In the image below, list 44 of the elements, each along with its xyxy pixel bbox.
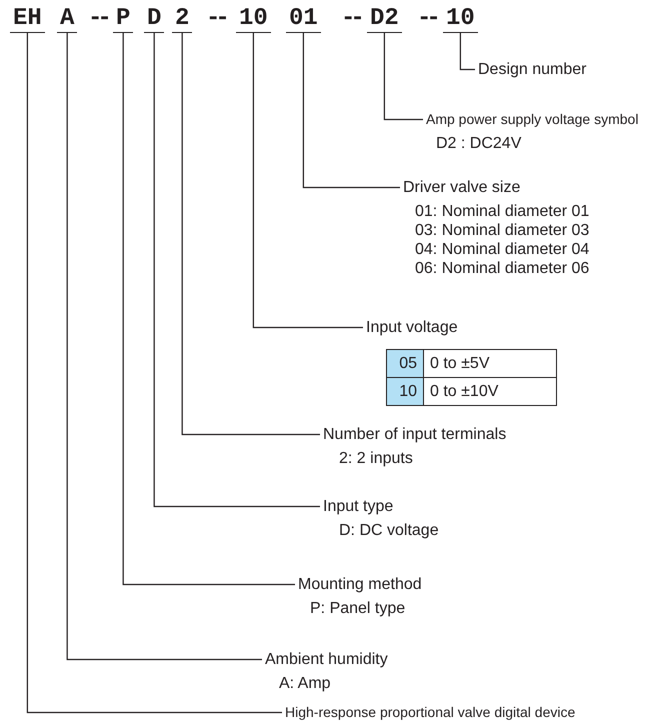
description-heading: Input type	[323, 497, 394, 516]
description-heading: Number of input terminals	[323, 425, 506, 444]
code-cell: 10	[386, 378, 424, 406]
code-cell: 05	[386, 350, 424, 378]
code-segment: D2	[367, 6, 402, 33]
separator-dash: --	[417, 6, 436, 32]
description-heading: Mounting method	[298, 575, 422, 594]
code-segment: D	[144, 6, 164, 33]
value-cell: 0 to ±10V	[424, 378, 556, 406]
option-text: A: Amp	[279, 674, 331, 693]
leader-line	[154, 33, 320, 508]
option-text: 2: 2 inputs	[339, 449, 413, 468]
code-segment: 01	[286, 6, 321, 33]
leader-line	[252, 33, 363, 328]
option-text: 06: Nominal diameter 06	[415, 259, 590, 278]
leader-line	[460, 33, 475, 70]
code-segment: 10	[236, 6, 271, 33]
leader-line	[26, 33, 282, 714]
separator-dash: --	[88, 6, 107, 32]
description-heading: Input voltage	[366, 318, 458, 337]
code-segment: P	[113, 6, 134, 33]
code-segment: 2	[172, 6, 192, 33]
leader-line	[66, 33, 262, 660]
option-text: 03: Nominal diameter 03	[415, 221, 590, 240]
description-heading: Ambient humidity	[265, 650, 388, 669]
code-segment: 10	[443, 6, 478, 33]
leader-line	[182, 33, 320, 436]
option-text: D: DC voltage	[339, 521, 439, 540]
option-text: 04: Nominal diameter 04	[415, 240, 590, 259]
code-segment: A	[57, 6, 78, 33]
description-heading: Driver valve size	[403, 178, 520, 197]
leader-line	[122, 33, 295, 586]
description-heading: Amp power supply voltage symbol	[426, 110, 638, 129]
separator-dash: --	[341, 6, 360, 32]
leader-line	[302, 33, 400, 188]
option-text: 01: Nominal diameter 01	[415, 202, 590, 221]
separator-dash: --	[206, 6, 225, 32]
code-segment: EH	[10, 6, 45, 33]
value-cell: 0 to ±5V	[424, 350, 556, 378]
leader-line	[384, 33, 423, 120]
description-heading: Design number	[478, 60, 586, 79]
option-text: P: Panel type	[310, 599, 406, 618]
description-heading: High-response proportional valve digital device	[285, 703, 576, 722]
option-text: D2 : DC24V	[436, 134, 522, 153]
